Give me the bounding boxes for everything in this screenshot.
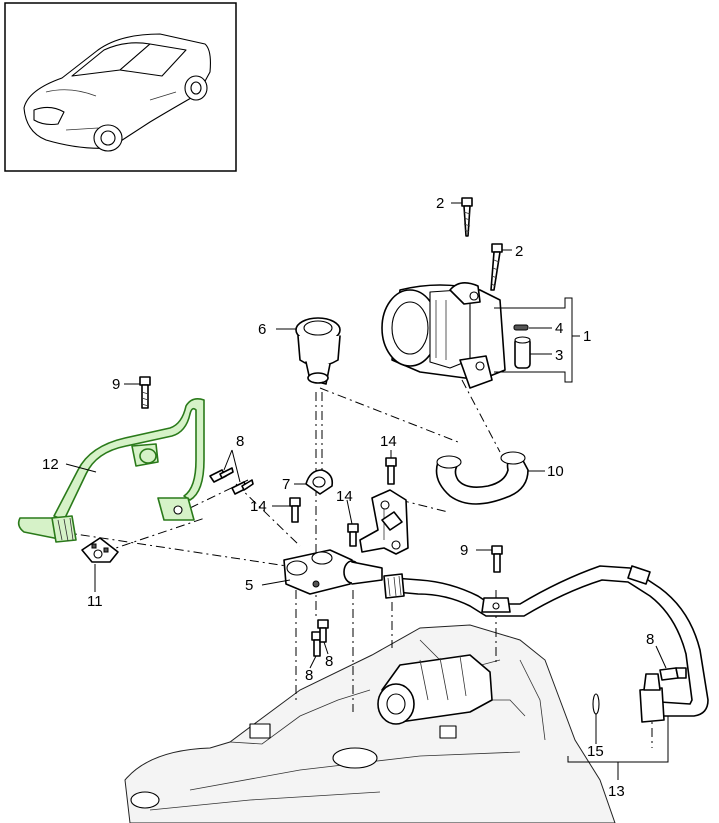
callout-14: 14 [250,498,267,515]
starter-motor [377,654,493,725]
secondary-air-pump [381,282,506,389]
distributor-block-5 [283,549,383,595]
callout-3: 3 [555,347,563,364]
o-ring-15 [592,693,600,715]
bolt-8-upper [209,467,234,483]
callout-labels: 2 2 1 4 3 6 9 12 8 7 14 14 14 10 5 11 9 … [42,195,654,800]
callout-11: 11 [87,593,103,610]
bolt-14-left [289,497,301,523]
roadster-car-icon [23,33,211,152]
bolt-8-under-right [317,619,329,643]
callout-4: 4 [555,320,563,337]
bracket [359,489,409,555]
callout-8: 8 [646,631,654,648]
callout-8: 8 [305,667,313,684]
seal-4 [513,324,529,331]
gasket-7 [305,469,334,495]
callout-2: 2 [515,243,523,260]
bolt-2a [461,197,473,237]
hose-13 [383,565,709,723]
callout-1: 1 [583,328,591,345]
bolt-2b [490,243,503,291]
callout-9: 9 [112,376,120,393]
sleeve-3 [514,336,531,369]
bolt-14-mid [347,523,359,547]
callout-6: 6 [258,321,266,338]
hose-10 [435,451,529,505]
alignment-lines [61,379,653,748]
callout-14: 14 [336,488,353,505]
callout-14: 14 [380,433,397,450]
callout-9: 9 [460,542,468,559]
vehicle-thumbnail [4,2,237,172]
gasket-11 [81,537,119,563]
bolt-8-under-left [311,631,323,657]
bolt-9-right [491,545,503,573]
bolt-9-left [139,376,151,409]
callout-13: 13 [608,783,625,800]
callout-8: 8 [325,653,333,670]
combination-valve-6 [295,317,341,385]
bolt-14-upper [385,457,397,485]
callout-7: 7 [282,476,290,493]
callout-5: 5 [245,577,253,594]
callout-2: 2 [436,195,444,212]
leader-lines [65,202,669,780]
callout-12: 12 [42,456,59,473]
bolt-8-lower [231,479,254,495]
callout-15: 15 [587,743,604,760]
engine-block [124,624,616,823]
callout-10: 10 [547,463,564,480]
callout-8: 8 [236,433,244,450]
bolt-8-hose-end [659,667,687,681]
tube-12-highlighted [17,398,205,543]
